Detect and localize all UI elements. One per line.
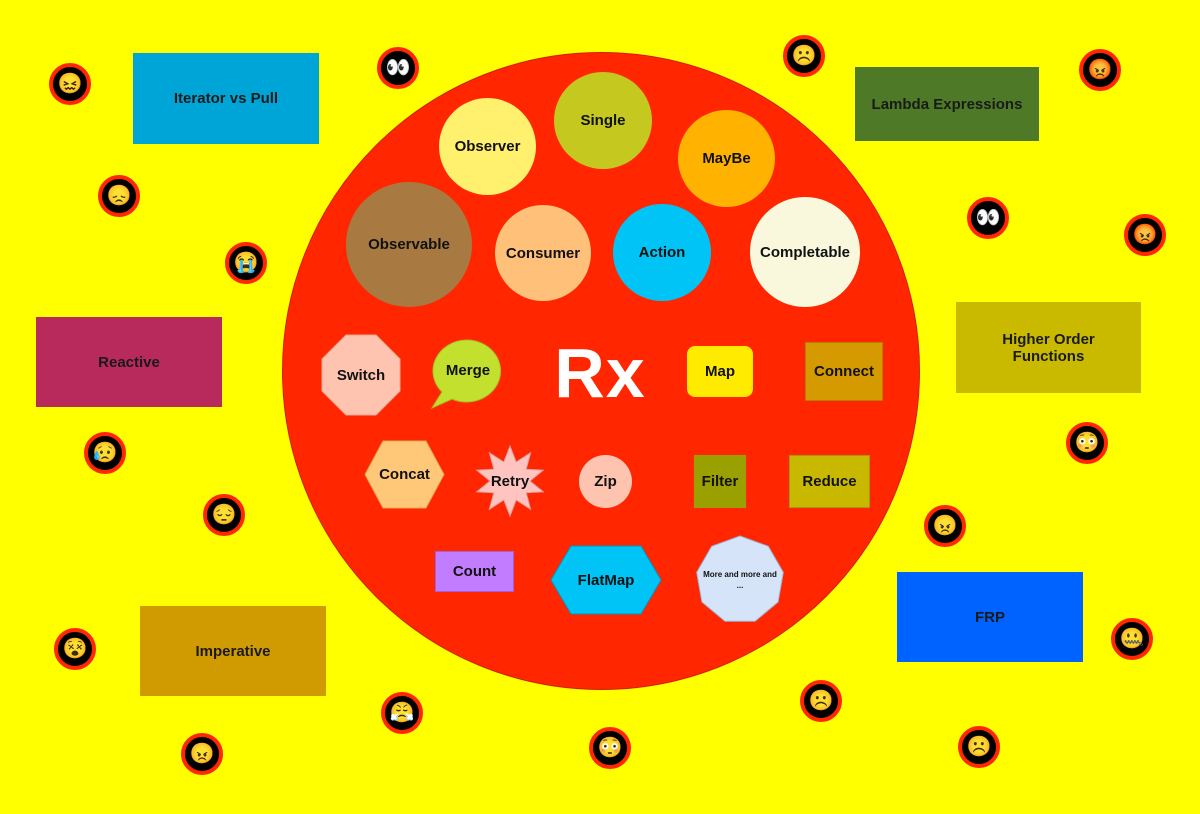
zip-circle: Zip [579, 455, 632, 508]
map-label: Map [705, 363, 735, 380]
reactive-label: Reactive [98, 353, 160, 371]
emoji-face-icon: ☹️ [783, 35, 825, 77]
lambda-expressions-label: Lambda Expressions [871, 95, 1023, 113]
emoji-face-icon: ☹️ [800, 680, 842, 722]
emoji-face-icon: 😔 [203, 494, 245, 536]
action-label: Action [638, 244, 686, 261]
emoji-face-icon: ☹️ [958, 726, 1000, 768]
emoji-face-icon: 😠 [924, 505, 966, 547]
retry-star [475, 444, 545, 518]
emoji-face-icon: 😵 [54, 628, 96, 670]
completable-circle: Completable [750, 197, 860, 307]
higher-order-functions-box: Higher Order Functions [956, 302, 1141, 393]
single-label: Single [580, 112, 626, 129]
emoji-face-icon: 😥 [84, 432, 126, 474]
emoji-face-icon: 😡 [1124, 214, 1166, 256]
more-decagon [696, 535, 784, 622]
higher-order-functions-label: Higher Order Functions [1002, 330, 1095, 365]
observable-label: Observable [368, 236, 450, 253]
emoji-face-icon: 😡 [1079, 49, 1121, 91]
emoji-face-icon: 🤐 [1111, 618, 1153, 660]
observer-label: Observer [454, 138, 521, 155]
action-circle: Action [613, 204, 711, 301]
emoji-eyes-icon: 👀 [377, 47, 419, 89]
reduce-box: Reduce [789, 455, 870, 508]
retry-label: Retry [490, 472, 530, 490]
iterator-vs-pull-label: Iterator vs Pull [173, 90, 279, 107]
emoji-face-icon: 😭 [225, 242, 267, 284]
filter-label: Filter [701, 473, 739, 490]
emoji-face-icon: 😞 [98, 175, 140, 217]
flatmap-label: FlatMap [577, 571, 635, 589]
observable-circle: Observable [346, 182, 472, 307]
connect-box: Connect [805, 342, 883, 401]
maybe-label: MayBe [702, 150, 751, 167]
emoji-eyes-icon: 👀 [967, 197, 1009, 239]
merge-label: Merge [445, 361, 491, 379]
concat-hexagon [364, 440, 445, 509]
map-box: Map [687, 346, 753, 397]
emoji-face-icon: 😖 [49, 63, 91, 105]
maybe-circle: MayBe [678, 110, 775, 207]
zip-label: Zip [594, 473, 617, 490]
frp-box: FRP [897, 572, 1083, 662]
reactive-box: Reactive [36, 317, 222, 407]
count-box: Count [435, 551, 514, 592]
imperative-box: Imperative [140, 606, 326, 696]
emoji-face-icon: 😳 [1066, 422, 1108, 464]
lambda-expressions-box: Lambda Expressions [855, 67, 1039, 141]
iterator-vs-pull-box: Iterator vs Pull [133, 53, 319, 144]
frp-label: FRP [975, 608, 1005, 626]
count-label: Count [452, 563, 497, 580]
observer-circle: Observer [439, 98, 536, 195]
rx-title: Rx [554, 334, 646, 412]
emoji-face-icon: 😤 [381, 692, 423, 734]
consumer-circle: Consumer [495, 205, 591, 301]
merge-bubble [430, 339, 502, 410]
consumer-label: Consumer [505, 244, 581, 262]
emoji-face-icon: 😠 [181, 733, 223, 775]
switch-label: Switch [336, 366, 386, 384]
single-circle: Single [554, 72, 652, 169]
completable-label: Completable [759, 243, 850, 261]
concat-label: Concat [379, 466, 430, 483]
more-label: More and more and ... [703, 570, 777, 590]
flatmap-hexagon [550, 545, 662, 615]
emoji-face-icon: 😳 [589, 727, 631, 769]
reduce-label: Reduce [802, 473, 857, 490]
switch-octagon [321, 334, 401, 416]
connect-label: Connect [814, 363, 874, 380]
filter-box: Filter [694, 455, 746, 508]
imperative-label: Imperative [195, 642, 271, 660]
